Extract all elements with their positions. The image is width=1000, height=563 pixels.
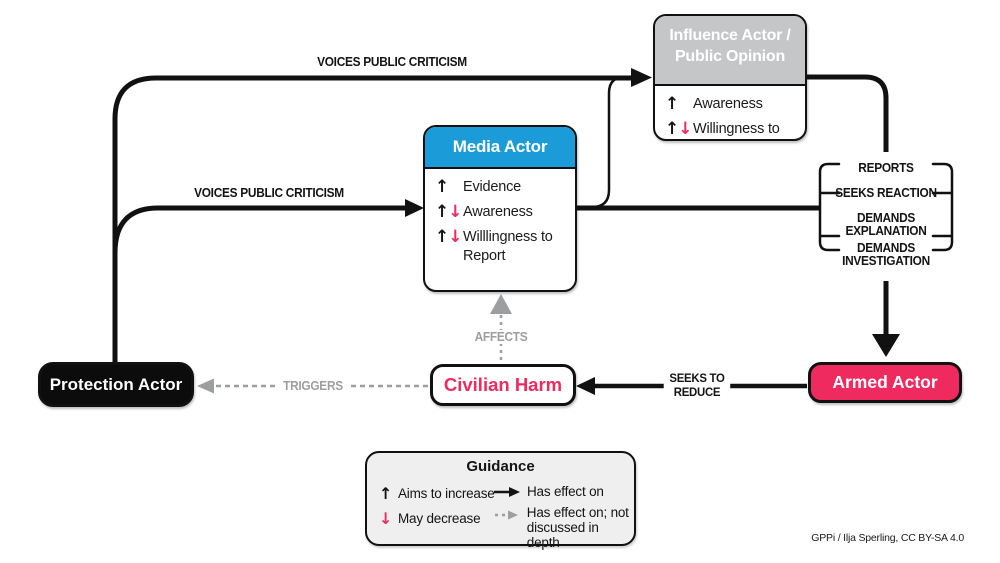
solid-arrow-icon: [494, 486, 520, 497]
arrowhead-into-protection-icon: [197, 378, 214, 394]
influence-actor-body: ↑ Awareness ↑↓ Willingness to Act: [655, 86, 805, 139]
legend-item-label: Aims to increase: [398, 486, 495, 501]
arrowhead-into-armed-icon: [872, 334, 900, 357]
voices-criticism-top-line: [112, 75, 632, 362]
left-bracket: [818, 162, 841, 252]
attribute-label: Willlingness to Report: [463, 229, 553, 264]
media-actor-body: ↑ Evidence ↑↓ Awareness ↑↓ Willlingness …: [425, 169, 575, 266]
increase-arrow-icon: ↑: [379, 484, 393, 503]
legend-title: Guidance: [466, 458, 535, 475]
attribute-row: ↑ Awareness: [665, 95, 799, 114]
decrease-arrow-icon: ↓: [448, 202, 463, 222]
node-media-actor: Media Actor ↑ Evidence ↑↓ Awareness ↑↓ W…: [423, 125, 577, 292]
attribute-label: Awareness: [463, 204, 533, 220]
arrowhead-affects-icon: [490, 294, 512, 314]
increase-arrow-icon: ↑: [435, 202, 450, 222]
legend-item-has-effect: Has effect on: [494, 484, 604, 499]
decrease-arrow-icon: ↓: [448, 227, 463, 247]
node-protection-actor: Protection Actor: [38, 362, 194, 407]
media-action-seeks-reaction: SEEKS REACTION: [835, 186, 937, 200]
media-actor-header: Media Actor: [425, 127, 575, 169]
civilian-harm-title: Civilian Harm: [443, 374, 563, 395]
armed-actor-title: Armed Actor: [832, 372, 938, 392]
influence-to-actions-line: [807, 74, 889, 152]
media-action-demands-investigation: DEMANDS INVESTIGATION: [842, 241, 930, 268]
legend-item-has-effect-dashed: Has effect on; not discussed in depth: [494, 505, 634, 550]
influence-actor-title-line2: Public Opinion: [674, 48, 786, 65]
voices-criticism-mid-line: [112, 205, 406, 254]
decrease-arrow-icon: ↓: [678, 119, 693, 139]
edge-label-voices-public-criticism-top: VOICES PUBLIC CRITICISM: [317, 55, 467, 69]
legend-item-label: Has effect on: [527, 484, 604, 499]
attribute-row: ↑↓ Willlingness to Report: [435, 228, 569, 266]
legend-item-decrease: ↓ May decrease: [379, 509, 481, 528]
dashed-arrow-icon: [495, 510, 518, 520]
attribution-text: GPPi / Ilja Sperling, CC BY-SA 4.0: [811, 532, 964, 544]
node-armed-actor: Armed Actor: [808, 362, 962, 403]
legend-item-label: May decrease: [398, 511, 481, 526]
attribute-row: ↑↓ Willingness to Act: [665, 119, 799, 139]
increase-arrow-icon: ↑: [665, 94, 680, 114]
increase-arrow-icon: ↑: [435, 227, 450, 247]
edge-label-triggers: TRIGGERS: [276, 379, 350, 393]
edge-label-affects: AFFECTS: [470, 330, 532, 344]
attribute-label: Willingness to Act: [693, 121, 780, 137]
increase-arrow-icon: ↑: [665, 119, 680, 139]
node-civilian-harm: Civilian Harm: [430, 364, 576, 406]
media-action-demands-explanation: DEMANDS EXPLANATION: [845, 211, 927, 238]
media-to-influence-line: [591, 75, 633, 209]
edge-label-voices-public-criticism-mid: VOICES PUBLIC CRITICISM: [194, 186, 344, 200]
arrowhead-into-media-icon: [405, 199, 424, 217]
attribute-label: Awareness: [693, 96, 763, 112]
edge-label-seeks-to-reduce: SEEKS TO REDUCE: [663, 371, 731, 399]
right-bracket: [931, 162, 954, 252]
influence-actor-title-line1: Influence Actor /: [669, 27, 791, 44]
legend-item-increase: ↑ Aims to increase: [379, 484, 495, 503]
arrowhead-into-influence-icon: [631, 68, 652, 87]
legend-item-label: Has effect on; not discussed in depth: [526, 505, 629, 550]
attribute-row: ↑ Evidence: [435, 178, 569, 197]
influence-actor-header: Influence Actor / Public Opinion: [655, 16, 805, 86]
protection-actor-title: Protection Actor: [49, 374, 183, 394]
node-influence-actor: Influence Actor / Public Opinion ↑ Aware…: [653, 14, 807, 141]
arrowhead-into-civilian-icon: [576, 377, 595, 395]
increase-arrow-icon: ↑: [435, 177, 450, 197]
attribute-label: Evidence: [463, 179, 522, 195]
attribute-row: ↑↓ Awareness: [435, 203, 569, 222]
legend-box: Guidance ↑ Aims to increase ↓ May decrea…: [365, 451, 636, 550]
media-action-reports: REPORTS: [858, 161, 914, 175]
decrease-arrow-icon: ↓: [379, 509, 393, 528]
